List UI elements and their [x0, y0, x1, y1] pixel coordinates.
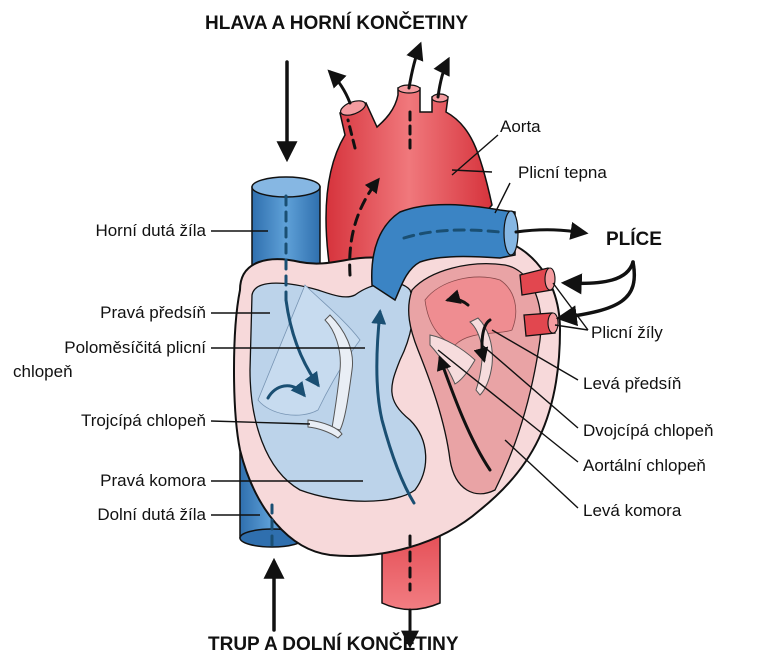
- heading-head-and-upper-limbs: HLAVA A HORNÍ KONČETINY: [205, 13, 468, 35]
- label-right-ventricle: Pravá komora: [100, 470, 206, 492]
- label-mitral-valve: Dvojcípá chlopeň: [583, 420, 713, 442]
- label-right-atrium: Pravá předsíň: [100, 302, 206, 324]
- label-aorta: Aorta: [500, 116, 541, 138]
- label-left-atrium: Levá předsíň: [583, 373, 681, 395]
- label-left-ventricle: Levá komora: [583, 500, 681, 522]
- label-pulmonary-valve-line1: Poloměsíčitá plicní: [64, 337, 206, 359]
- label-inferior-vena-cava: Dolní dutá žíla: [97, 504, 206, 526]
- label-aortic-valve: Aortální chlopeň: [583, 455, 706, 477]
- label-pulmonary-artery: Plicní tepna: [518, 162, 607, 184]
- leader-pulmonary-artery: [495, 183, 510, 213]
- label-pulmonary-valve-line2: chlopeň: [13, 361, 73, 383]
- label-superior-vena-cava: Horní dutá žíla: [95, 220, 206, 242]
- heading-trunk-and-lower-limbs: TRUP A DOLNÍ KONČETINY: [208, 634, 459, 656]
- label-pulmonary-veins: Plicní žíly: [591, 322, 663, 344]
- label-tricuspid-valve: Trojcípá chlopeň: [81, 410, 206, 432]
- heading-lungs: PLÍCE: [606, 229, 662, 251]
